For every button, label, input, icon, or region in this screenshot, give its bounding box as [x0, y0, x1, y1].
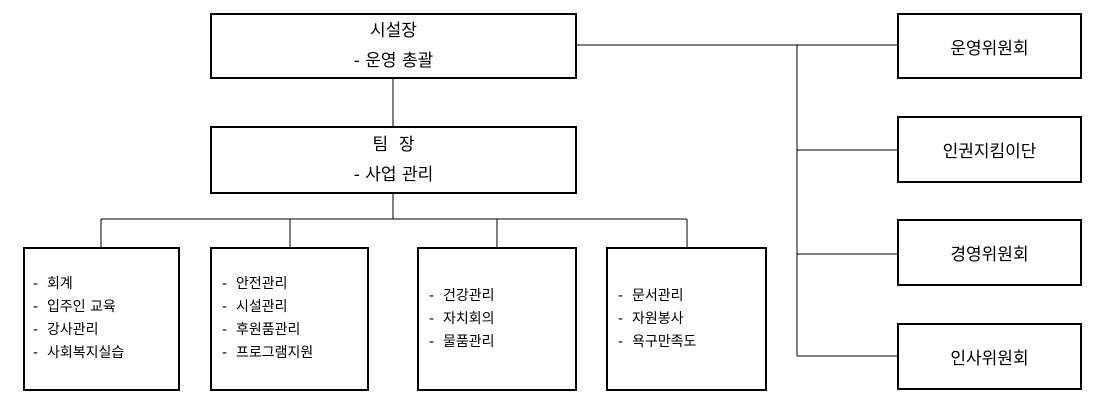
committee-box-personnel: 인사위원회	[897, 323, 1082, 390]
committee-label: 인사위원회	[950, 349, 1029, 369]
department-task: - 사회복지실습	[33, 345, 125, 361]
department-box-3: - 건강관리 - 자치회의 - 물품관리	[417, 247, 577, 391]
department-task: - 후원품관리	[222, 322, 301, 338]
department-task: - 자원봉사	[618, 310, 684, 327]
department-task: - 입주인 교육	[33, 299, 116, 315]
department-task: - 프로그램지원	[222, 345, 314, 361]
department-box-1: - 회계 - 입주인 교육 - 강사관리 - 사회복지실습	[23, 247, 180, 391]
team-leader-role: - 사업 관리	[353, 165, 434, 185]
head-role: - 운영 총괄	[353, 51, 434, 71]
team-leader-box: 팀 장 - 사업 관리	[210, 126, 577, 194]
department-task: - 물품관리	[429, 333, 495, 350]
department-task: - 건강관리	[429, 287, 495, 304]
committee-box-operation: 운영위원회	[897, 13, 1082, 79]
department-task: - 문서관리	[618, 287, 684, 304]
department-task: - 욕구만족도	[618, 333, 697, 350]
department-task: - 시설관리	[222, 299, 288, 315]
committee-box-human-rights: 인권지킴이단	[897, 116, 1082, 183]
team-leader-title: 팀 장	[372, 135, 415, 155]
committee-box-management: 경영위원회	[897, 219, 1082, 286]
head-title: 시설장	[370, 21, 417, 41]
department-task: - 회계	[33, 276, 73, 292]
committee-label: 인권지킴이단	[942, 142, 1037, 162]
department-box-2: - 안전관리 - 시설관리 - 후원품관리 - 프로그램지원	[210, 247, 369, 391]
department-box-4: - 문서관리 - 자원봉사 - 욕구만족도	[606, 247, 767, 391]
committee-label: 운영위원회	[950, 38, 1029, 59]
department-task: - 강사관리	[33, 322, 99, 338]
department-task: - 안전관리	[222, 276, 288, 292]
committee-label: 경영위원회	[950, 245, 1029, 265]
head-box: 시설장 - 운영 총괄	[210, 13, 577, 79]
department-task: - 자치회의	[429, 310, 495, 327]
